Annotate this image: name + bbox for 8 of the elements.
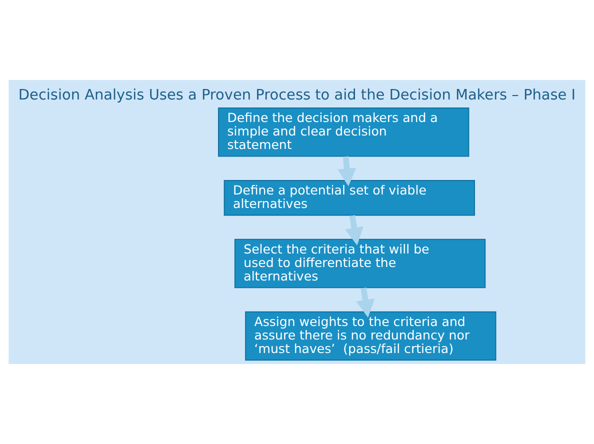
node-box: Assign weights to the criteria and assure there is no redundancy nor ‘must haves’ (pass/fail crtieria) bbox=[245, 311, 496, 361]
node-box: Select the criteria that will be used to differentiate the alternatives bbox=[234, 238, 486, 288]
arrow bbox=[356, 288, 375, 318]
arrow bbox=[345, 215, 364, 246]
node-box: Define the decision makers and a simple and clear decision statement bbox=[218, 108, 470, 157]
arrow bbox=[338, 156, 356, 186]
diagram-title: Decision Analysis Uses a Proven Process to aid the Decision Makers – Phase I bbox=[18, 87, 576, 104]
node-box: Define a potential set of viable alternatives bbox=[224, 180, 475, 216]
